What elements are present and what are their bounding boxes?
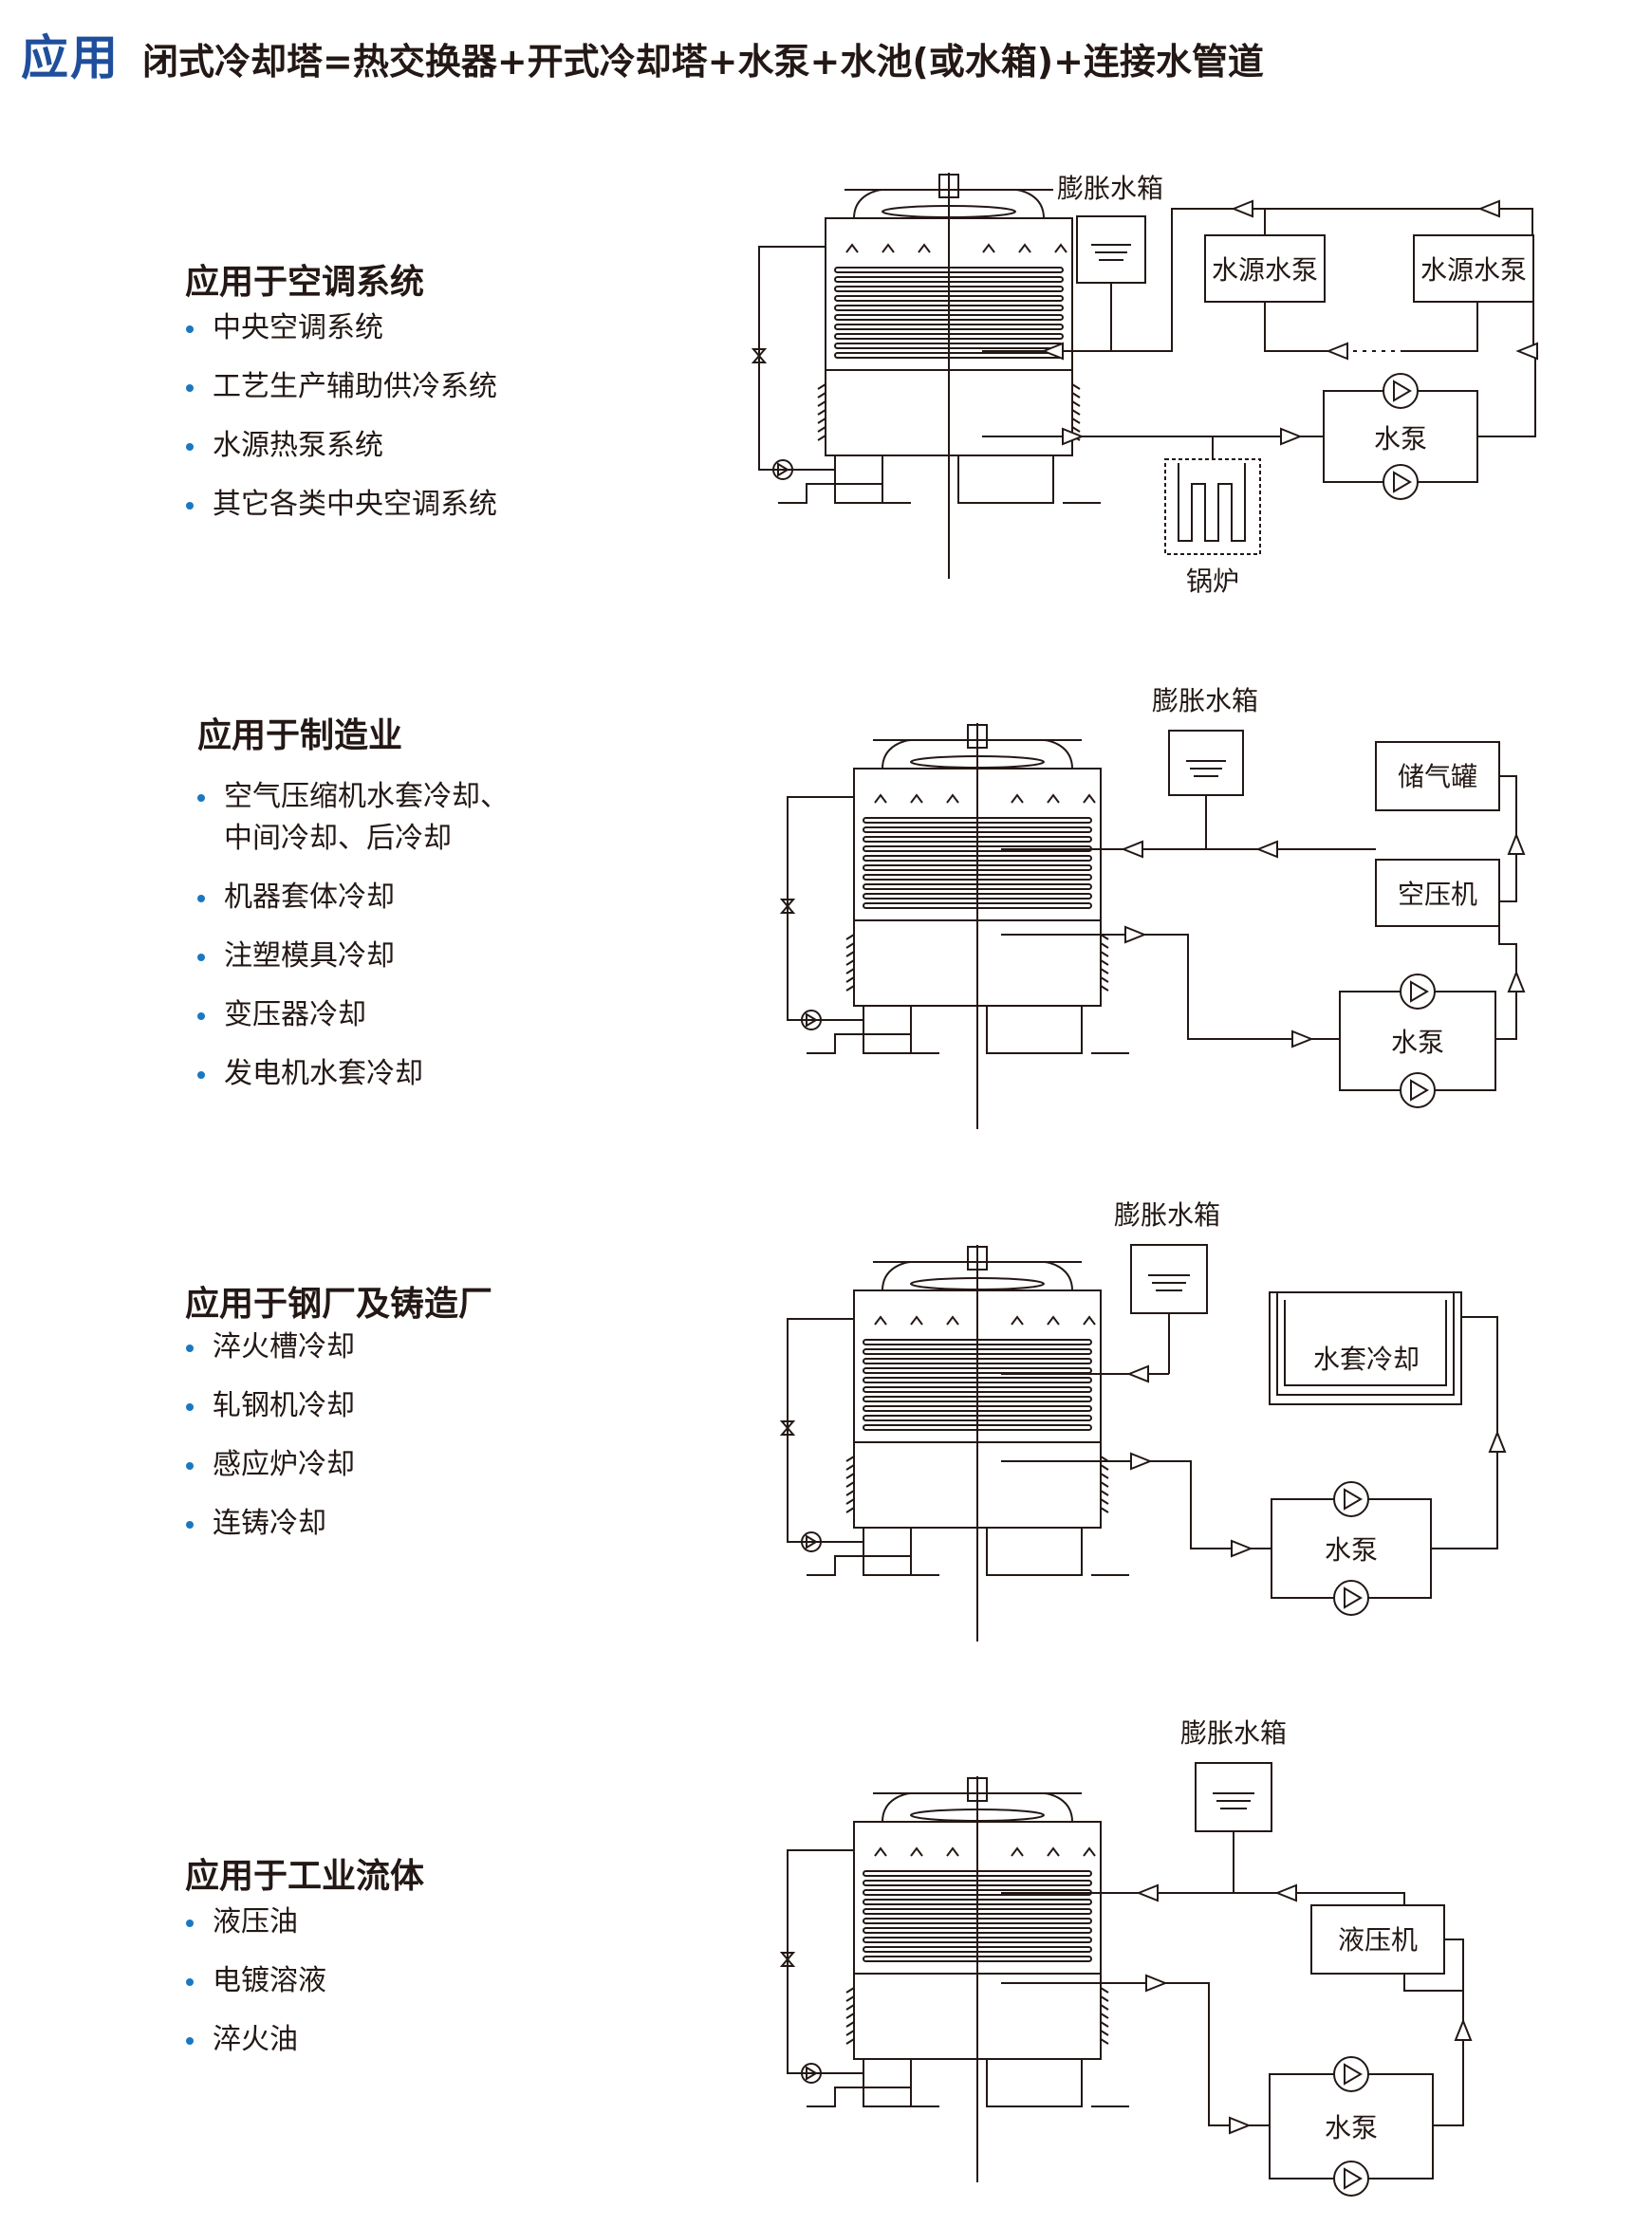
- section-hvac: 应用于空调系统 中央空调系统 工艺生产辅助供冷系统 水源热泵系统 其它各类中央空…: [0, 0, 1652, 626]
- expansion-tank: 膨胀水箱: [1180, 1717, 1287, 1893]
- air-compressor: 空压机: [1375, 859, 1500, 927]
- bullet-dot: [186, 1521, 194, 1529]
- bullet-dot: [197, 794, 205, 802]
- section-manufacturing: 应用于制造业 空气压缩机水套冷却、 中间冷却、后冷却 机器套体冷却 注塑模具冷却…: [197, 685, 1526, 1129]
- list-item: 工艺生产辅助供冷系统: [186, 366, 497, 408]
- steel-foundry-system-diagram: 膨胀水箱 水套冷却 水泵: [779, 1199, 1507, 1642]
- source-pump-label: 水源水泵: [1420, 254, 1527, 286]
- jacket-label: 水套冷却: [1313, 1344, 1420, 1375]
- tank-label: 膨胀水箱: [1152, 685, 1258, 716]
- flow-arrows: [1136, 1883, 1473, 2135]
- hvac-system-diagram: 膨胀水箱 水源水泵 水源水泵 水泵 锅炉: [751, 173, 1538, 597]
- list-item: 轧钢机冷却: [186, 1385, 355, 1427]
- list-item: 空气压缩机水套冷却、 中间冷却、后冷却: [197, 776, 509, 860]
- list-item: 淬火槽冷却: [186, 1326, 355, 1368]
- bullet-dot: [186, 384, 194, 392]
- pump-unit: 水泵: [1271, 1481, 1432, 1616]
- list-item: 注塑模具冷却: [197, 936, 509, 977]
- section-title: 应用于钢厂及铸造厂: [185, 1285, 493, 1324]
- flow-arrows: [1041, 199, 1538, 446]
- receiver-label: 储气罐: [1398, 761, 1477, 792]
- bullet-list: 空气压缩机水套冷却、 中间冷却、后冷却 机器套体冷却 注塑模具冷却 变压器冷却 …: [197, 776, 509, 1095]
- list-item: 连铸冷却: [186, 1503, 355, 1545]
- air-receiver: 储气罐: [1375, 741, 1500, 811]
- source-pump-label: 水源水泵: [1212, 254, 1318, 286]
- bullet-dot: [186, 2037, 194, 2045]
- cooling-tower: [779, 1245, 1129, 1642]
- list-item: 感应炉冷却: [186, 1444, 355, 1486]
- bullet-dot: [197, 1071, 205, 1079]
- expansion-tank: 膨胀水箱: [1057, 173, 1163, 351]
- flow-arrows: [1121, 832, 1526, 1048]
- bullet-list: 淬火槽冷却 轧钢机冷却 感应炉冷却 连铸冷却: [186, 1326, 355, 1545]
- bullet-dot: [197, 1012, 205, 1020]
- header-tag: 应用: [21, 30, 120, 85]
- hydraulic-press: 液压机: [1310, 1904, 1445, 1975]
- bullet-dot: [186, 325, 194, 333]
- hydraulic-label: 液压机: [1338, 1924, 1418, 1956]
- cooling-tower: [751, 173, 1101, 579]
- bullet-dot: [186, 1920, 194, 1927]
- bullet-dot: [197, 954, 205, 961]
- bullet-list: 液压油 电镀溶液 淬火油: [186, 1901, 326, 2061]
- pump-unit: 水泵: [1339, 974, 1496, 1108]
- tank-label: 膨胀水箱: [1057, 173, 1163, 204]
- header-formula: 闭式冷却塔=热交换器+开式冷却塔+水泵+水池(或水箱)+连接水管道: [142, 41, 1264, 83]
- list-item: 其它各类中央空调系统: [186, 484, 497, 526]
- list-item: 水源热泵系统: [186, 425, 497, 467]
- bullet-dot: [186, 1403, 194, 1411]
- bullet-dot: [186, 443, 194, 451]
- bullet-dot: [186, 1345, 194, 1352]
- page-header: 应用: [21, 21, 120, 87]
- list-item: 淬火油: [186, 2019, 326, 2061]
- flow-arrows: [1126, 1364, 1507, 1558]
- pump-label: 水泵: [1391, 1027, 1444, 1058]
- pump-unit: 水泵: [1269, 2056, 1434, 2197]
- cooling-tower: [779, 1776, 1129, 2182]
- section-steel-foundry: 应用于钢厂及铸造厂 淬火槽冷却 轧钢机冷却 感应炉冷却 连铸冷却 膨胀水箱 水套…: [185, 1199, 1507, 1642]
- list-item: 电镀溶液: [186, 1960, 326, 2002]
- list-item: 液压油: [186, 1901, 326, 1943]
- pump-label: 水泵: [1374, 423, 1427, 454]
- bullet-dot: [186, 1462, 194, 1470]
- manufacturing-system-diagram: 膨胀水箱 储气罐 空压机 水泵: [779, 685, 1526, 1129]
- compressor-label: 空压机: [1398, 879, 1477, 910]
- water-jacket: 水套冷却: [1269, 1291, 1462, 1405]
- section-title: 应用于制造业: [197, 716, 403, 755]
- pump-label: 水泵: [1325, 2112, 1378, 2143]
- list-item: 机器套体冷却: [197, 877, 509, 918]
- list-item: 中央空调系统: [186, 307, 497, 349]
- industrial-fluids-system-diagram: 膨胀水箱 液压机 水泵: [779, 1717, 1473, 2197]
- pump-label: 水泵: [1325, 1534, 1378, 1566]
- expansion-tank: 膨胀水箱: [1152, 685, 1258, 849]
- tank-label: 膨胀水箱: [1180, 1717, 1287, 1749]
- bullet-list: 中央空调系统 工艺生产辅助供冷系统 水源热泵系统 其它各类中央空调系统: [186, 307, 497, 526]
- list-item: 发电机水套冷却: [197, 1053, 509, 1095]
- boiler-label: 锅炉: [1186, 566, 1239, 597]
- bullet-dot: [197, 895, 205, 902]
- list-item: 变压器冷却: [197, 994, 509, 1036]
- source-pump-2: 水源水泵: [1413, 234, 1534, 303]
- section-title: 应用于工业流体: [185, 1857, 425, 1896]
- bullet-dot: [186, 502, 194, 510]
- tank-label: 膨胀水箱: [1114, 1199, 1220, 1231]
- section-title: 应用于空调系统: [185, 263, 425, 302]
- pump-unit: 水泵: [1323, 373, 1478, 500]
- bullet-dot: [186, 1978, 194, 1986]
